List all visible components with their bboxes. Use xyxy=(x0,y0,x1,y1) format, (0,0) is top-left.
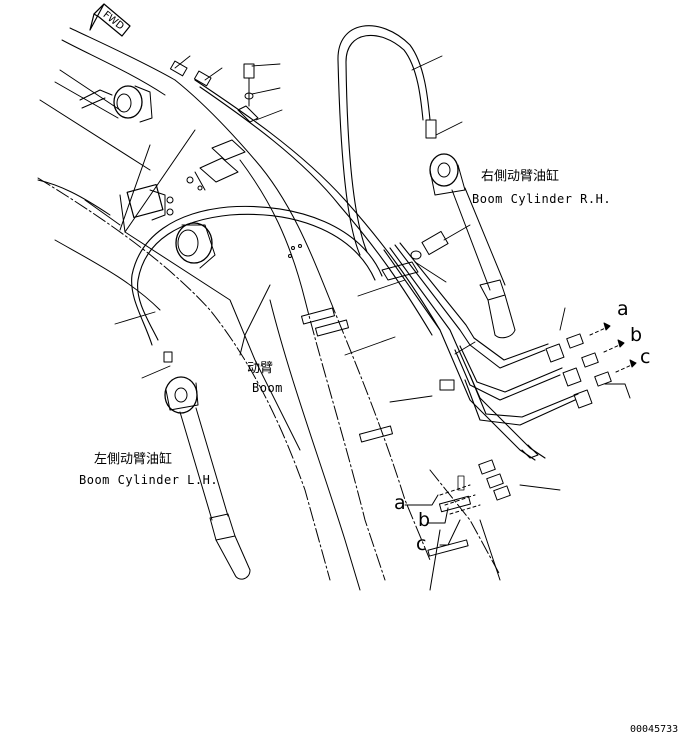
boom-cylinder-lh-cn-label: 左側动臂油缸 xyxy=(94,452,173,467)
boom-structure xyxy=(37,27,501,591)
connection-letter-a-right: a xyxy=(617,298,629,320)
leader-lines xyxy=(114,55,566,491)
boom-foot-pin xyxy=(175,222,216,269)
boom-cylinder-rh-cn-label: 右側动臂油缸 xyxy=(481,169,560,184)
connection-letter-b-right: b xyxy=(630,324,643,346)
connection-letter-c-right: c xyxy=(640,346,651,368)
upper-bracket xyxy=(79,85,174,221)
boom-cylinder-lh-en-label: Boom Cylinder L.H. xyxy=(79,473,219,487)
boom-cylinder-lh xyxy=(164,376,251,580)
connection-letter-a-left: a xyxy=(394,492,406,514)
boom-en-label: Boom xyxy=(252,381,283,395)
upper-fittings xyxy=(163,60,449,363)
fwd-arrow-icon xyxy=(89,3,131,37)
connection-letter-c-left: c xyxy=(416,533,427,555)
right-fittings xyxy=(545,322,637,409)
hose-clips xyxy=(288,244,472,557)
boom-cylinder-rh xyxy=(429,153,516,339)
document-id: 00045733 xyxy=(630,724,679,735)
mounting-block xyxy=(186,139,246,191)
connection-letter-b-left: b xyxy=(418,509,431,531)
boom-cn-label: 动臂 xyxy=(247,361,274,376)
left-lower-fittings xyxy=(404,444,539,546)
boom-cylinder-rh-en-label: Boom Cylinder R.H. xyxy=(472,192,612,206)
hose-lines xyxy=(131,25,579,461)
